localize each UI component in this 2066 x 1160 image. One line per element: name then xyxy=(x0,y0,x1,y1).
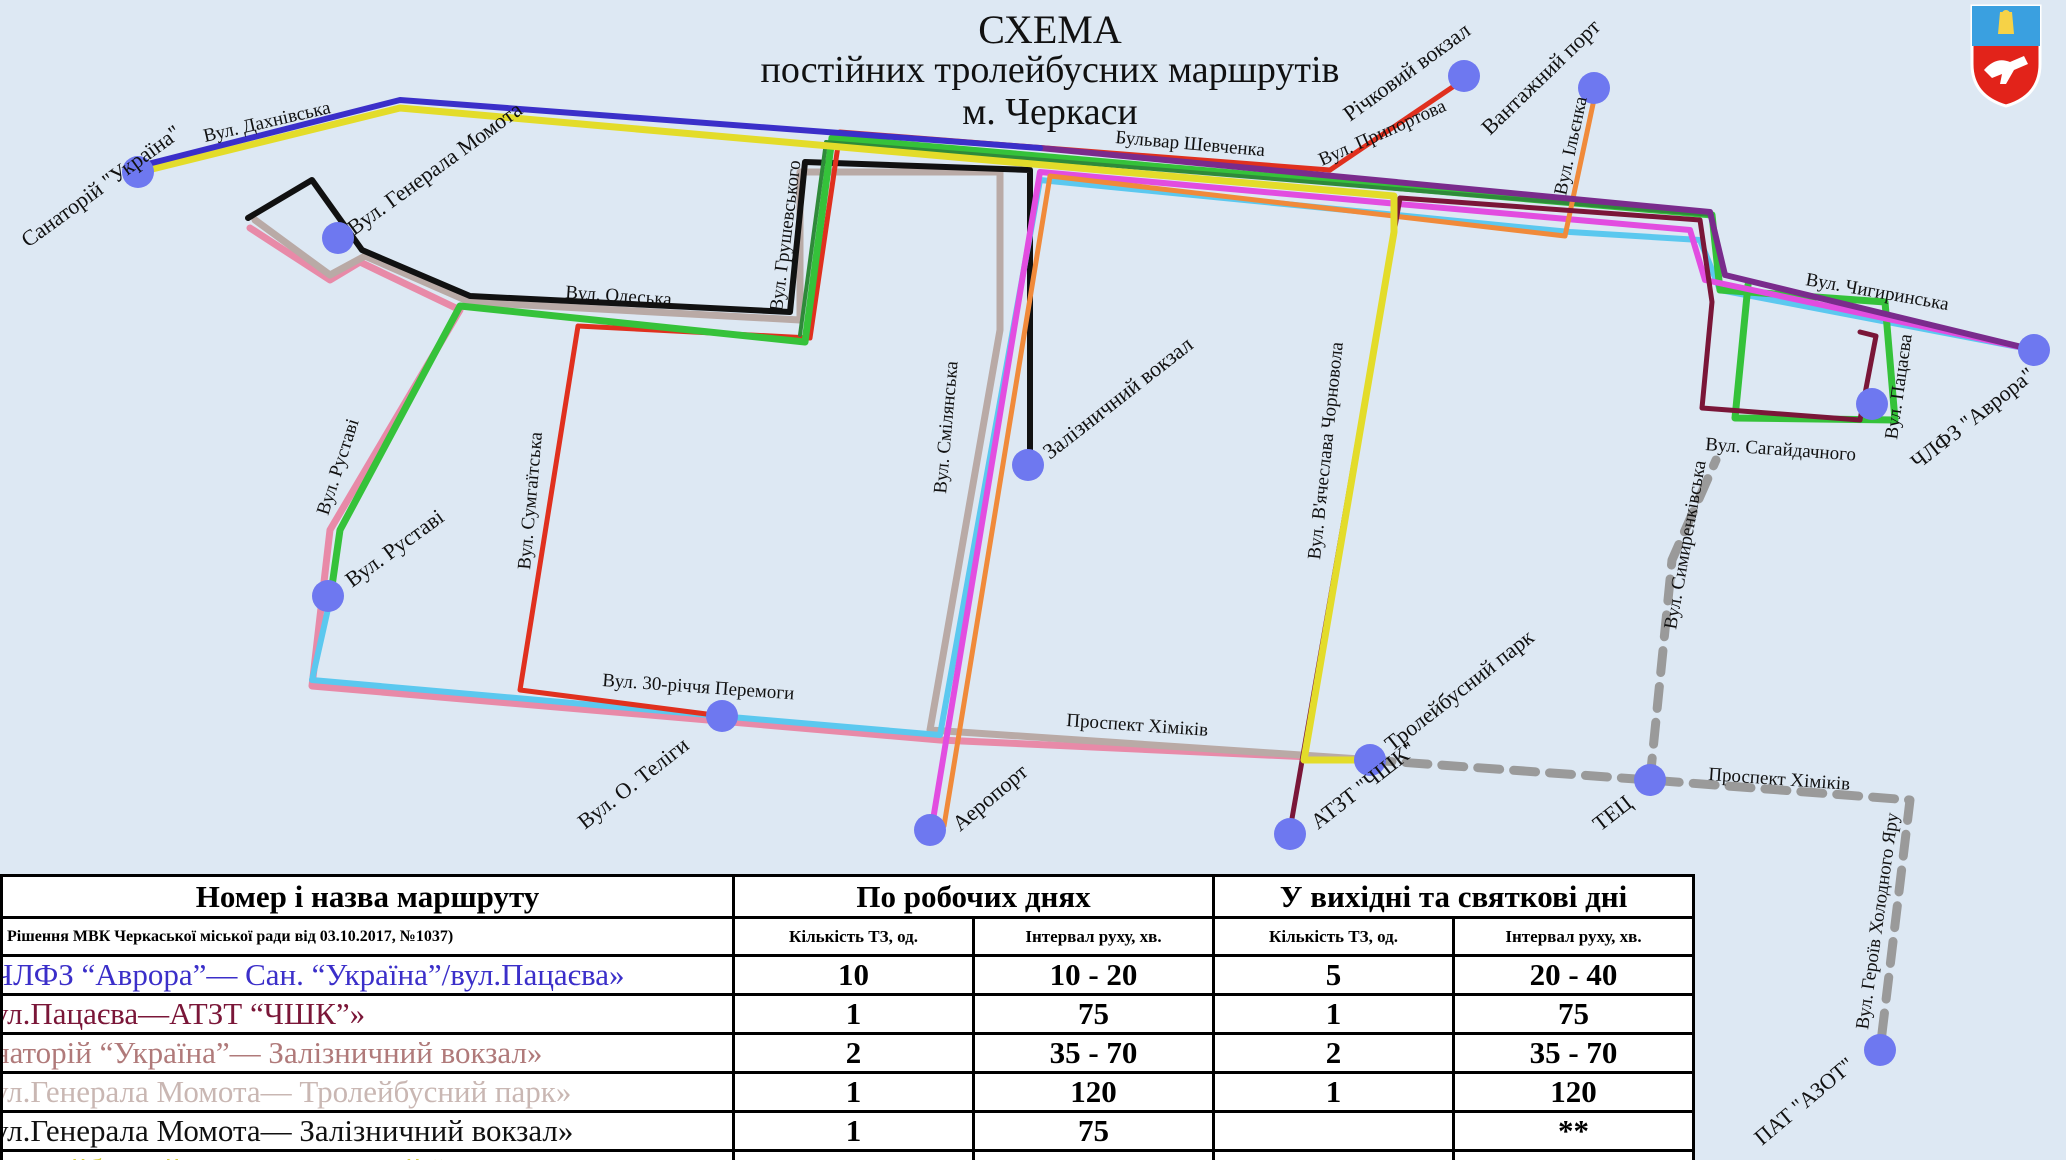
label-tets: ТЕЦ xyxy=(1588,790,1637,836)
route-line-blue xyxy=(137,97,1043,169)
weekday-interval: 120 xyxy=(972,1071,1215,1113)
table-row: ул.Пацаєва—АТЗТ “ЧШК”» 1 75 1 75 xyxy=(0,993,1695,1035)
weekday-count: 1 xyxy=(732,1071,975,1113)
route-name: ЧЛФЗ “Аврора”— Сан. “Україна”/вул.Пацаєв… xyxy=(0,954,735,996)
weekend-interval: 75 xyxy=(1452,993,1695,1035)
route-line-magenta xyxy=(929,169,2037,829)
sub-count-weekdays: Кількість ТЗ, од. xyxy=(732,916,975,957)
map-subtitle: постійних тролейбусних маршрутів xyxy=(760,49,1340,91)
label-symyrenkivska: Вул. Симиренківська xyxy=(1660,458,1710,631)
route-line-black xyxy=(245,159,1033,468)
route-name: ул.Пацаєва—АТЗТ “ЧШК”» xyxy=(0,993,735,1035)
weekday-count: 1 xyxy=(732,993,975,1035)
label-aurora: ЧЛФЗ "Аврора" xyxy=(1906,362,2039,474)
decision-note: Рішення МВК Черкаської міської ради від … xyxy=(0,916,735,957)
weekday-count: 1 xyxy=(732,1110,975,1152)
route-table: Номер і назва маршруту По робочих днях У… xyxy=(0,874,1695,1160)
label-sanatorium: Санаторій "Україна" xyxy=(16,120,185,252)
label-thirty-rokiv: Вул. 30-річчя Перемоги xyxy=(602,670,795,704)
stop-patsaieva[interactable] xyxy=(1856,388,1888,420)
label-trolley-park: Тролейбусний парк xyxy=(1380,624,1539,756)
weekend-count: 1 xyxy=(1212,993,1455,1035)
label-smilianska: Вул. Смілянська xyxy=(930,360,963,495)
weekend-interval: 35 - 70 xyxy=(1452,1032,1695,1074)
route-line-dashed xyxy=(1365,755,1915,1055)
weekday-interval: 75 xyxy=(972,1110,1215,1152)
sub-interval-weekdays: Інтервал руху, хв. xyxy=(972,916,1215,957)
table-row: ул.Генерала Момота— Залізничний вокзал» … xyxy=(0,1110,1695,1152)
table-row: ул.Генерала Момота— Тролейбусний парк» 1… xyxy=(0,1071,1695,1113)
weekend-count: 5 xyxy=(1212,1149,1455,1160)
stop-cargo-port[interactable] xyxy=(1578,72,1610,104)
weekend-count xyxy=(1212,1110,1455,1152)
route-line-green xyxy=(326,134,1899,604)
label-khimikiv: Проспект Хіміків xyxy=(1066,710,1209,741)
stop-atzt[interactable] xyxy=(1274,818,1306,850)
col-weekdays-header: По робочих днях xyxy=(732,874,1215,919)
label-airport: Аеропорт xyxy=(947,758,1032,835)
label-sahaidachnoho: Вул. Сагайдачного xyxy=(1705,434,1857,465)
col-weekend-header: У вихідні та святкові дні xyxy=(1212,874,1695,919)
weekend-interval: 20 - 40 xyxy=(1452,954,1695,996)
weekday-interval: 75 xyxy=(972,993,1215,1035)
stop-river-station[interactable] xyxy=(1448,60,1480,92)
sub-interval-weekend: Інтервал руху, хв. xyxy=(1452,916,1695,957)
weekend-interval: 120 xyxy=(1452,1071,1695,1113)
label-telihy: Вул. О. Теліги xyxy=(573,732,694,834)
weekend-interval: ** xyxy=(1452,1110,1695,1152)
stop-azot[interactable] xyxy=(1864,1034,1896,1066)
weekend-count: 2 xyxy=(1212,1032,1455,1074)
route-line-yellow xyxy=(136,104,1398,764)
route-name: наторій “Україна”— Залізничний вокзал» xyxy=(0,1032,735,1074)
stop-telihy[interactable] xyxy=(706,700,738,732)
route-line-darkgreen xyxy=(798,140,1714,337)
label-azot: ПАТ "АЗОТ" xyxy=(1749,1052,1859,1150)
stop-airport[interactable] xyxy=(914,814,946,846)
map-title: СХЕМА xyxy=(978,7,1122,52)
route-line-gray xyxy=(251,168,1379,764)
route-name: ул.Генерала Момота— Залізничний вокзал» xyxy=(0,1110,735,1152)
route-name: Тролейбусний парк— Санаторій “Україна”» xyxy=(0,1149,735,1160)
table-row: ЧЛФЗ “Аврора”— Сан. “Україна”/вул.Пацаєв… xyxy=(0,954,1695,996)
weekend-interval: 20 - 40 xyxy=(1452,1149,1695,1160)
map-city: м. Черкаси xyxy=(962,91,1138,133)
stop-tets[interactable] xyxy=(1634,764,1666,796)
city-coat-of-arms-icon xyxy=(1970,4,2042,108)
col-route-header: Номер і назва маршруту xyxy=(0,874,735,919)
weekday-interval: 10 - 15 xyxy=(972,1149,1215,1160)
stop-momota[interactable] xyxy=(322,222,354,254)
stop-sanatorium[interactable] xyxy=(122,156,154,188)
weekday-interval: 35 - 70 xyxy=(972,1032,1215,1074)
stop-rustavi[interactable] xyxy=(312,580,344,612)
table-row: наторій “Україна”— Залізничний вокзал» 2… xyxy=(0,1032,1695,1074)
label-railway: Залізничний вокзал xyxy=(1038,331,1198,464)
sub-count-weekend: Кількість ТЗ, од. xyxy=(1212,916,1455,957)
weekday-count: 10 xyxy=(732,954,975,996)
route-line-dashed-symyrenkivska xyxy=(1645,455,1721,785)
weekday-interval: 10 - 20 xyxy=(972,954,1215,996)
route-line-purple xyxy=(1037,145,2037,353)
stop-trolley-park[interactable] xyxy=(1354,744,1386,776)
table-row: Тролейбусний парк— Санаторій “Україна”» … xyxy=(0,1149,1695,1160)
route-name: ул.Генерала Момота— Тролейбусний парк» xyxy=(0,1071,735,1113)
route-line-orange xyxy=(941,87,1599,829)
weekend-count: 5 xyxy=(1212,954,1455,996)
weekday-count: 15 xyxy=(732,1149,975,1160)
weekday-count: 2 xyxy=(732,1032,975,1074)
label-rustavi-stop: Вул. Руставі xyxy=(340,504,448,592)
stop-railway[interactable] xyxy=(1012,449,1044,481)
weekend-count: 1 xyxy=(1212,1071,1455,1113)
stop-aurora[interactable] xyxy=(2018,334,2050,366)
